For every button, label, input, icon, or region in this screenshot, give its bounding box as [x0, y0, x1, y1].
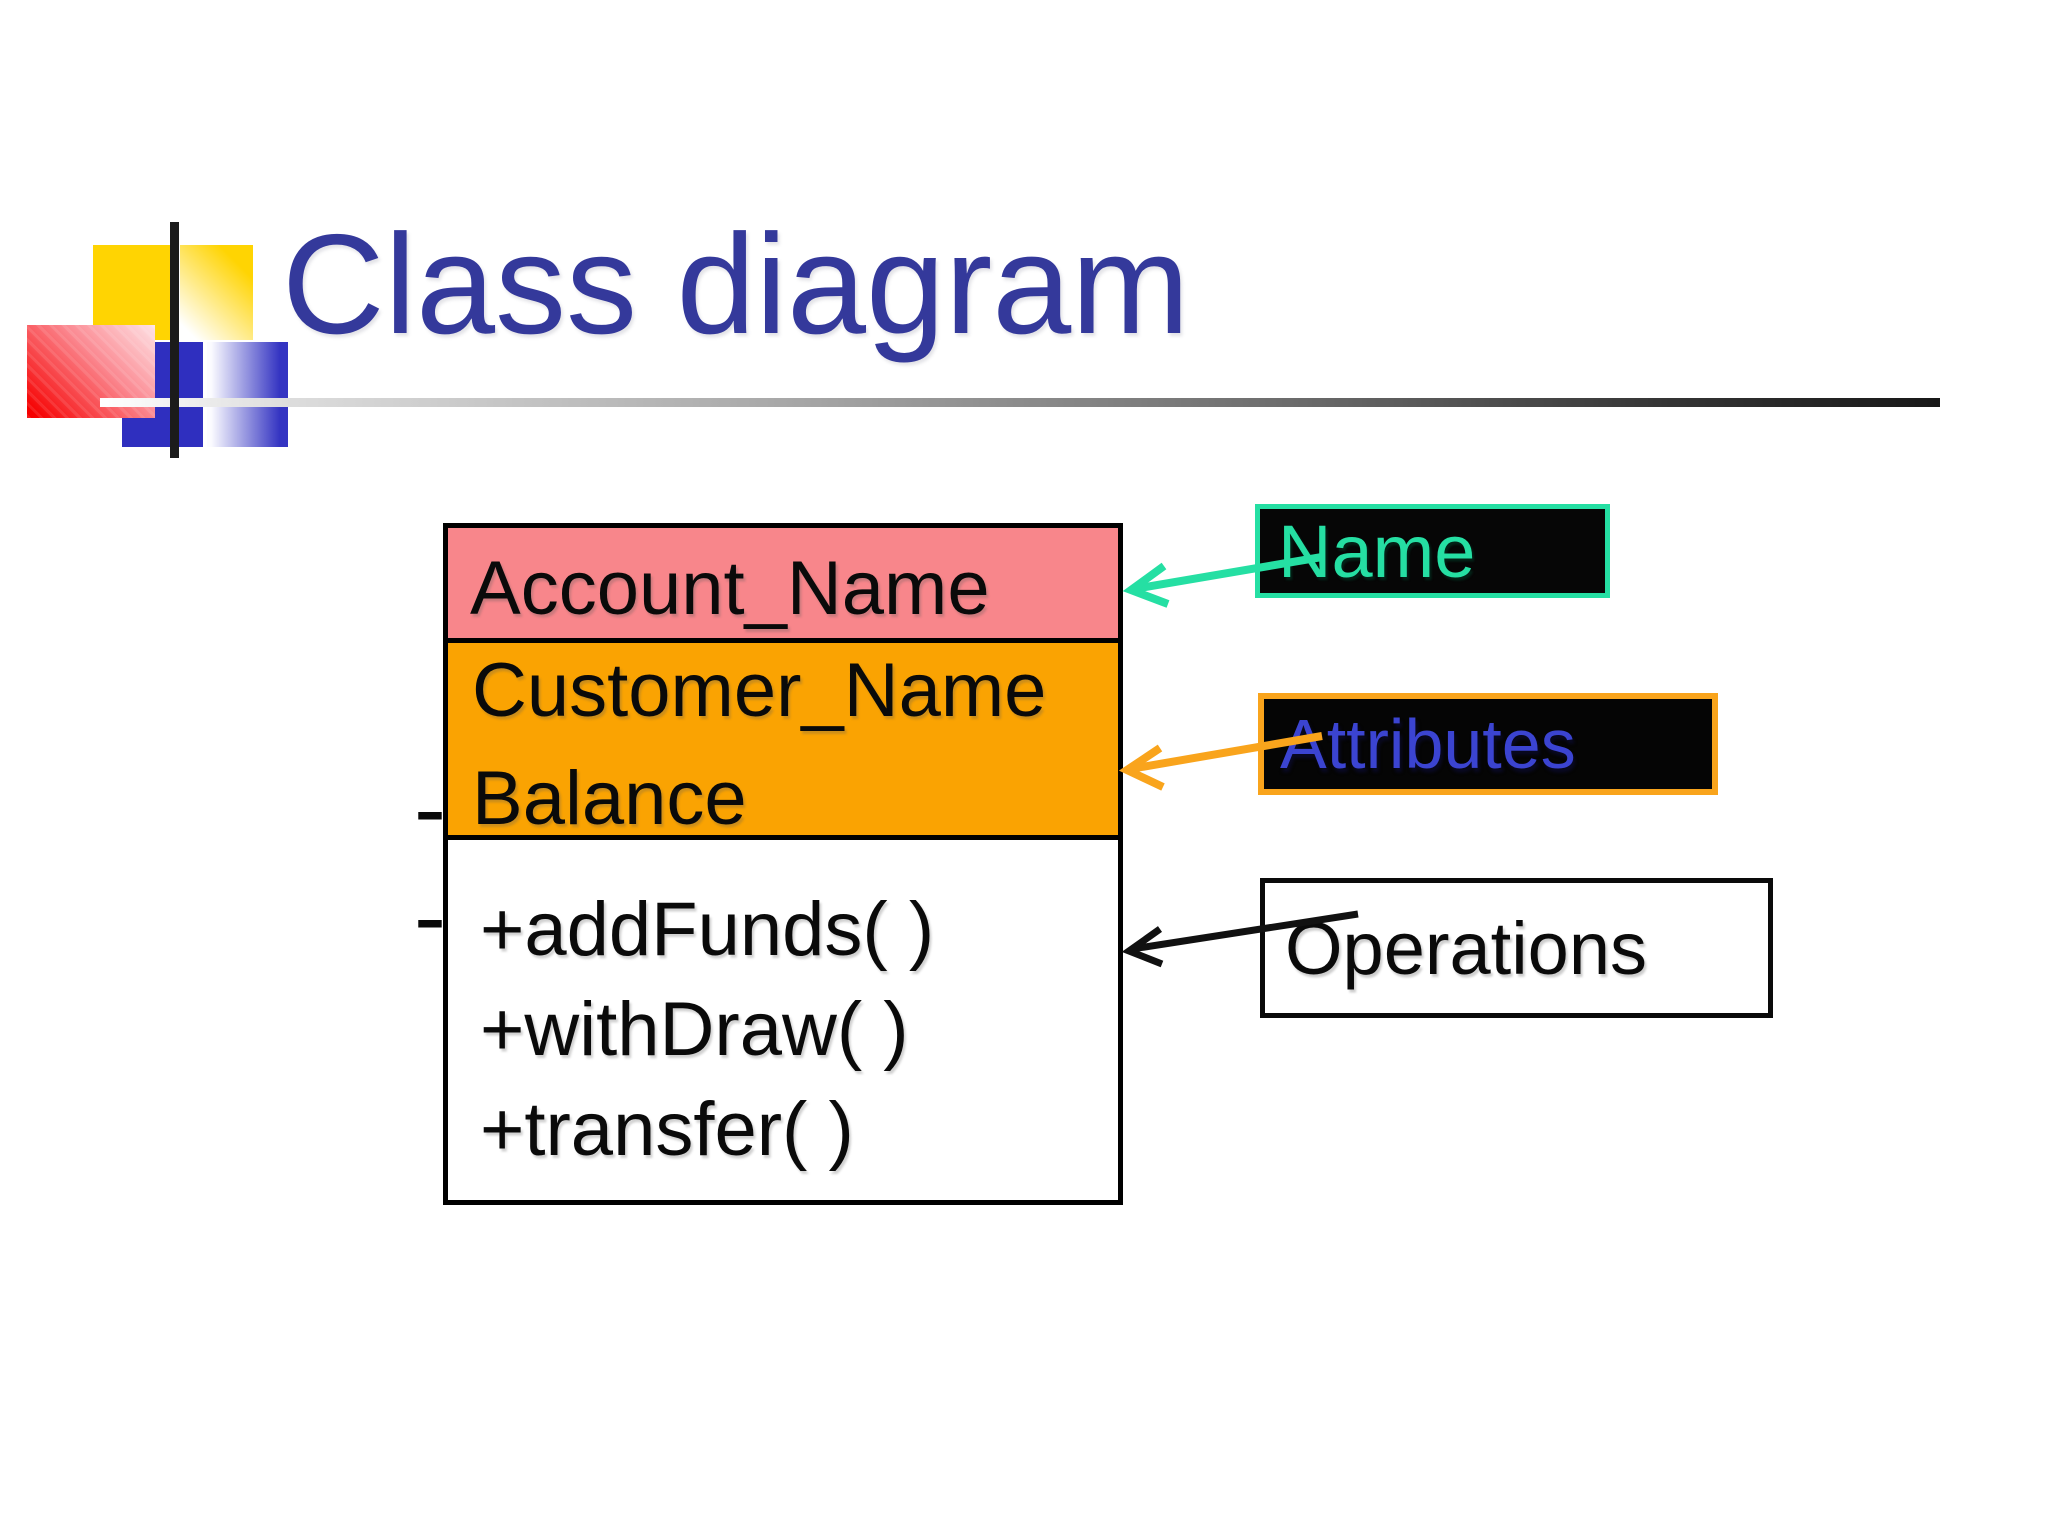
logo-blue-gradient-square [207, 342, 288, 447]
callout-name-label: Name [1278, 509, 1476, 593]
attribute-text: Customer_Name [472, 648, 1047, 733]
callout-attributes-label: Attributes [1280, 705, 1576, 783]
operation-text: +withDraw( ) [480, 987, 909, 1072]
callout-operations-label: Operations [1285, 906, 1647, 990]
logo-yellow-gradient-square [180, 245, 253, 340]
class-operations-compartment: +addFunds( ) +withDraw( ) +transfer( ) [448, 840, 1118, 1195]
class-name-text: Account_Name [470, 546, 990, 631]
title-underline-rule [100, 398, 1940, 407]
logo-yellow-square [93, 245, 176, 340]
uml-class-box: Account_Name - - Customer_Name Balance +… [414, 523, 1123, 1205]
operation-text: +addFunds( ) [480, 887, 935, 972]
attribute-visibility-dash: - [414, 863, 446, 970]
callout-name-box: Name [1255, 504, 1610, 598]
callout-attributes-box: Attributes [1258, 693, 1718, 795]
slide-title: Class diagram [282, 205, 1190, 364]
class-name-compartment: Account_Name [448, 528, 1118, 643]
class-attributes-compartment: - - Customer_Name Balance [414, 643, 1118, 965]
callout-operations-box: Operations [1260, 878, 1773, 1018]
attribute-visibility-dash: - [414, 755, 446, 862]
logo-vertical-line [170, 222, 179, 458]
operation-text: +transfer( ) [480, 1087, 854, 1172]
attribute-text: Balance [472, 756, 747, 841]
